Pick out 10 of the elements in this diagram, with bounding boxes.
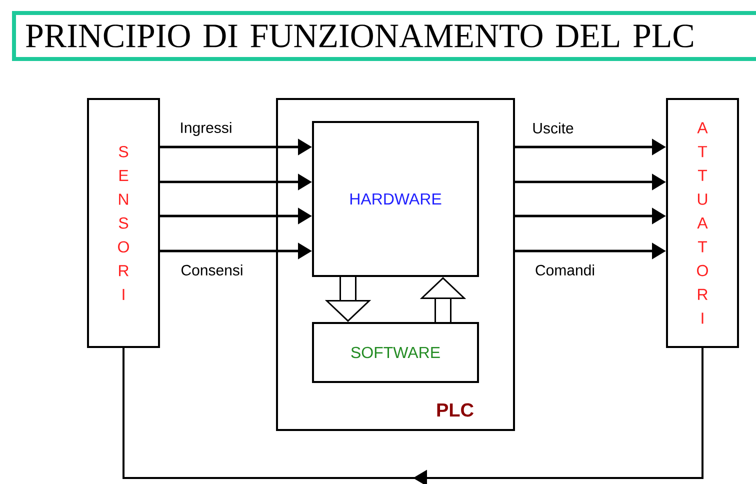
device-box: A T T U A T O R I: [666, 98, 739, 348]
edge-label: Comandi: [536, 264, 594, 276]
edge-label: Uscite: [533, 122, 574, 134]
software-box: SOFTWARE: [312, 322, 479, 383]
edge-label: Consensi: [182, 264, 242, 276]
arrow: [122, 348, 704, 484]
hardware-box: HARDWARE: [312, 121, 479, 277]
device-box: S E N S O R I: [87, 98, 160, 348]
title-banner: PRINCIPIO DI FUNZIONAMENTO DEL PLC: [12, 11, 756, 61]
edge-label: Ingressi: [181, 122, 232, 136]
